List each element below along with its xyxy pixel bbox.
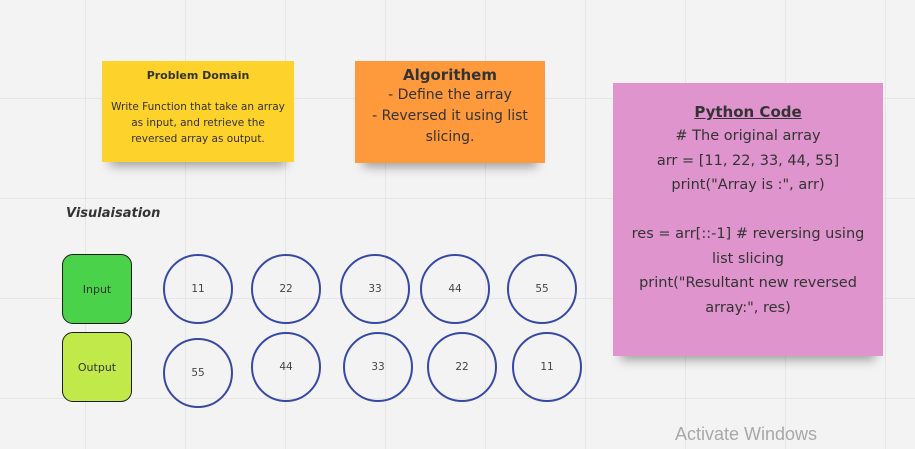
input-label-box[interactable]: Input — [62, 254, 132, 324]
problem-domain-title: Problem Domain — [146, 69, 250, 82]
python-code-sticky-note[interactable]: Python Code # The original array arr = [… — [613, 83, 883, 356]
algorithm-sticky-note[interactable]: Algorithem - Define the array - Reversed… — [355, 61, 545, 163]
activate-windows-watermark: Activate Windows — [675, 424, 818, 444]
output-circle[interactable]: 44 — [251, 332, 321, 402]
input-circle[interactable]: 33 — [340, 254, 410, 324]
output-circle[interactable]: 55 — [163, 338, 233, 408]
input-circle[interactable]: 22 — [251, 254, 321, 324]
output-label-box[interactable]: Output — [62, 332, 132, 402]
input-circle[interactable]: 44 — [420, 254, 490, 324]
input-circle[interactable]: 55 — [507, 254, 577, 324]
python-code-body: # The original array arr = [11, 22, 33, … — [631, 128, 865, 316]
output-circle[interactable]: 22 — [427, 332, 497, 402]
output-circle[interactable]: 11 — [512, 332, 582, 402]
input-circle[interactable]: 11 — [163, 254, 233, 324]
visualisation-heading: Visulaisation — [66, 206, 161, 221]
problem-domain-body: Write Function that take an array as inp… — [111, 101, 285, 145]
python-code-title: Python Code — [694, 103, 802, 121]
problem-domain-sticky-note[interactable]: Problem Domain Write Function that take … — [102, 61, 294, 162]
algorithm-title: Algorithem — [403, 66, 497, 84]
output-circle[interactable]: 33 — [343, 332, 413, 402]
algorithm-body: - Define the array - Reversed it using l… — [372, 87, 528, 145]
